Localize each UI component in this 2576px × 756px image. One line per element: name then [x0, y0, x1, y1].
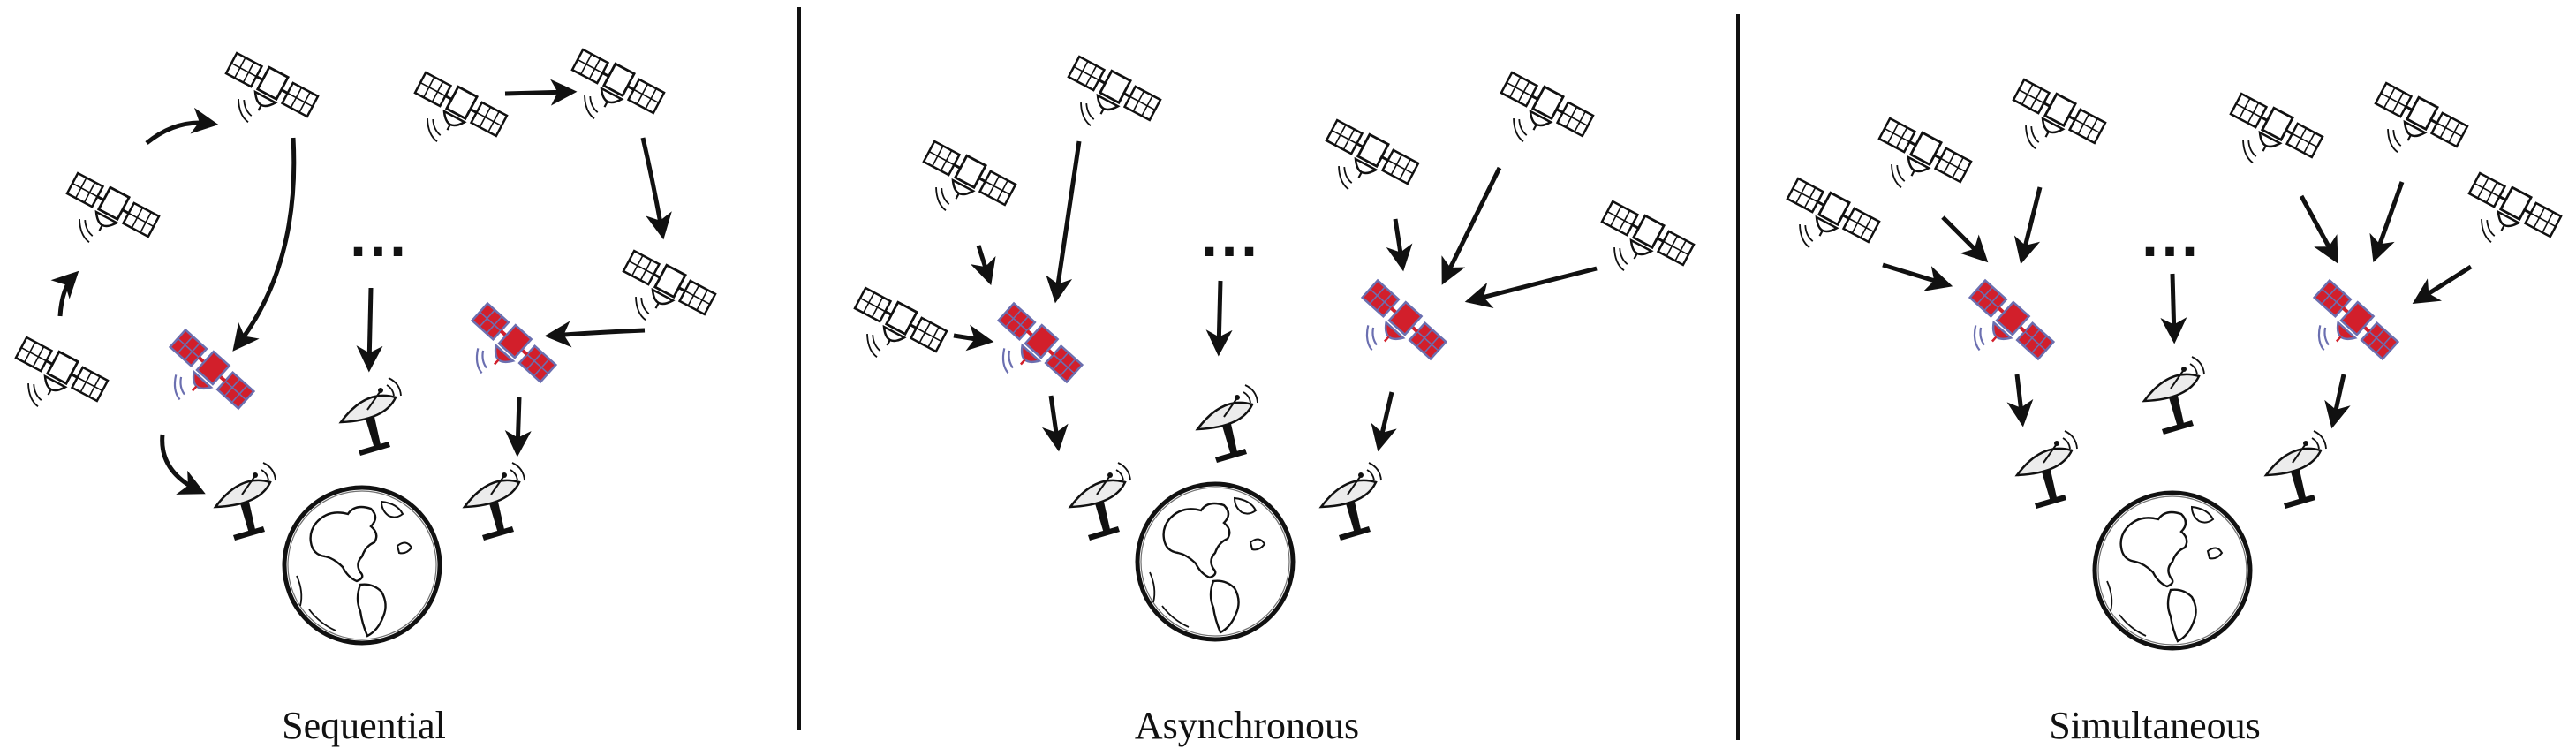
arrow-icon	[504, 397, 532, 457]
ground-station-icon	[214, 461, 277, 542]
arrow-icon	[1371, 391, 1397, 452]
satellite-icon	[607, 246, 718, 345]
satellite-icon	[209, 49, 321, 147]
arrow-icon	[232, 137, 297, 352]
satellite-icon	[907, 137, 1018, 236]
earth-globe-icon	[284, 488, 440, 643]
ground-station-icon	[1319, 461, 1383, 542]
panel-asynchronous	[838, 52, 1696, 639]
leader-satellite-icon	[2290, 276, 2402, 385]
satellite-icon	[2452, 169, 2564, 268]
satellite-icon	[398, 68, 510, 167]
arrow-icon	[356, 287, 383, 373]
arrow-icon	[1205, 280, 1233, 357]
earth-globe-icon	[2095, 493, 2250, 648]
satellite-icon	[1052, 52, 1163, 151]
satellite-icon	[1997, 75, 2108, 174]
arrow-icon	[2299, 194, 2338, 264]
arrow-icon	[2324, 374, 2351, 429]
arrow-icon	[145, 107, 219, 145]
ground-station-icon	[1196, 383, 1259, 465]
panel-dividers	[797, 7, 1740, 740]
arrow-icon	[544, 321, 646, 348]
arrow-icon	[953, 324, 994, 352]
panel-label-asynchronous: Asynchronous	[1134, 704, 1360, 747]
ellipsis-more-satellites: ...	[2141, 212, 2201, 268]
earth-globe-icon	[1137, 484, 1293, 639]
arrow-icon	[970, 245, 996, 286]
ellipsis-more-satellites: ...	[1200, 212, 1260, 268]
arrow-icon	[1046, 140, 1082, 304]
satellite-icon	[1862, 114, 1974, 213]
arrow-icon	[2369, 181, 2405, 263]
ellipsis-more-satellites: ...	[349, 212, 409, 268]
satellite-icon	[0, 333, 110, 432]
satellite-icon	[2359, 79, 2470, 178]
satellite-icon	[1310, 116, 1421, 215]
leader-satellite-icon	[448, 299, 560, 408]
arrow-icon	[640, 137, 672, 240]
ground-station-icon	[2015, 429, 2079, 510]
satellite-icon	[2214, 89, 2325, 188]
arrow-icon	[50, 270, 79, 317]
satellite-icon	[555, 45, 667, 144]
ground-station-icon	[1069, 461, 1132, 542]
arrow-icon	[504, 79, 578, 106]
leader-satellite-icon	[974, 299, 1086, 408]
panel-label-simultaneous: Simultaneous	[2049, 704, 2261, 747]
arrow-icon	[160, 434, 206, 495]
ground-station-icon	[463, 461, 526, 542]
arrow-icon	[1441, 166, 1502, 285]
arrow-icon	[1941, 215, 1989, 263]
arrow-icon	[1041, 395, 1069, 452]
leader-satellite-icon	[1945, 276, 2058, 385]
satellite-icon	[1585, 197, 1696, 296]
ground-station-icon	[339, 376, 403, 457]
satellite-icon	[1484, 68, 1596, 167]
ground-station-icon	[2142, 355, 2206, 436]
arrow-icon	[2013, 186, 2043, 265]
satellite-icon	[1771, 174, 1882, 273]
panel-simultaneous	[1771, 75, 2564, 648]
arrow-icon	[2412, 264, 2473, 305]
satellite-icon	[50, 169, 162, 268]
arrow-icon	[2006, 374, 2034, 427]
ground-station-icon	[2264, 429, 2328, 510]
panel-sequential	[0, 45, 718, 643]
leader-satellite-icon	[1338, 276, 1450, 385]
arrow-icon	[1882, 262, 1953, 291]
satellite-icon	[838, 284, 949, 382]
arrow-icon	[2160, 273, 2187, 344]
arrow-icon	[1386, 218, 1413, 272]
arrow-icon	[1464, 266, 1598, 309]
panel-label-sequential: Sequential	[282, 704, 446, 747]
